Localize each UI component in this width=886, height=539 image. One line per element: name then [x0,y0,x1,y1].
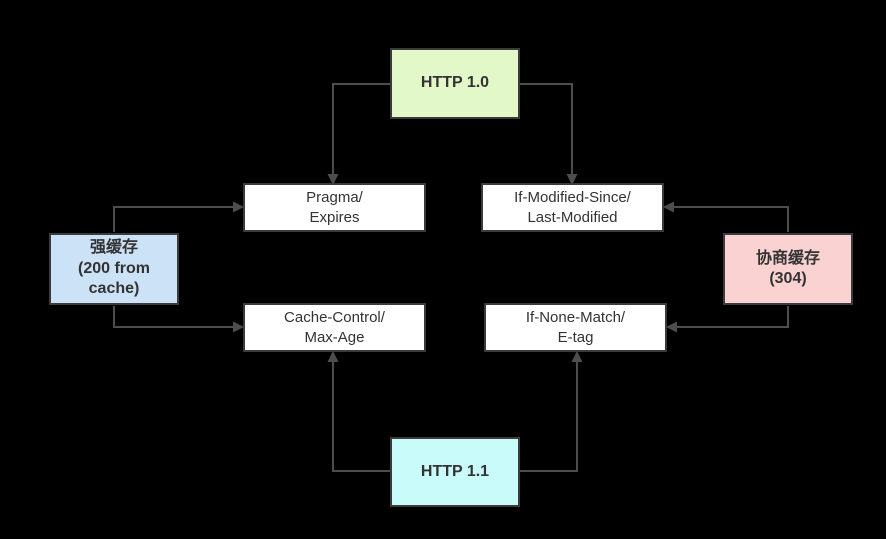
edge-http10-to-ifmodified [520,83,578,185]
node-label: If-Modified-Since/ Last-Modified [514,189,631,226]
node-http10[interactable]: HTTP 1.0 [390,48,520,119]
arrowhead [663,201,674,213]
node-label: If-None-Match/ E-tag [525,309,626,346]
node-label: HTTP 1.0 [420,74,490,92]
edge-strongcache-to-pragma [113,201,244,232]
node-negotiatecache[interactable]: 协商缓存 (304) [723,233,853,305]
edge-http11-to-cachecontrol [327,351,390,472]
node-strongcache[interactable]: 强缓存 (200 from cache) [49,233,179,305]
node-ifnonematch[interactable]: If-None-Match/ E-tag [484,303,667,352]
node-pragma[interactable]: Pragma/ Expires [243,183,426,232]
arrowhead [327,351,339,362]
node-label: Cache-Control/ Max-Age [284,309,385,346]
node-label: 协商缓存 (304) [755,249,820,287]
node-ifmodified[interactable]: If-Modified-Since/ Last-Modified [481,183,664,232]
node-cachecontrol[interactable]: Cache-Control/ Max-Age [243,303,426,352]
node-label: Pragma/ Expires [306,189,363,226]
node-label: 强缓存 (200 from cache) [77,239,151,298]
node-label: HTTP 1.1 [420,462,490,480]
edge-strongcache-to-cachecontrol [113,306,244,333]
arrowhead [666,321,677,333]
edge-negotiatecache-to-ifnonematch [666,306,789,333]
edge-negotiatecache-to-ifmodified [663,201,789,232]
node-http11[interactable]: HTTP 1.1 [390,437,520,507]
edge-http10-to-pragma [327,83,390,185]
edge-http11-to-ifnonematch [520,351,583,472]
arrowhead [571,351,583,362]
